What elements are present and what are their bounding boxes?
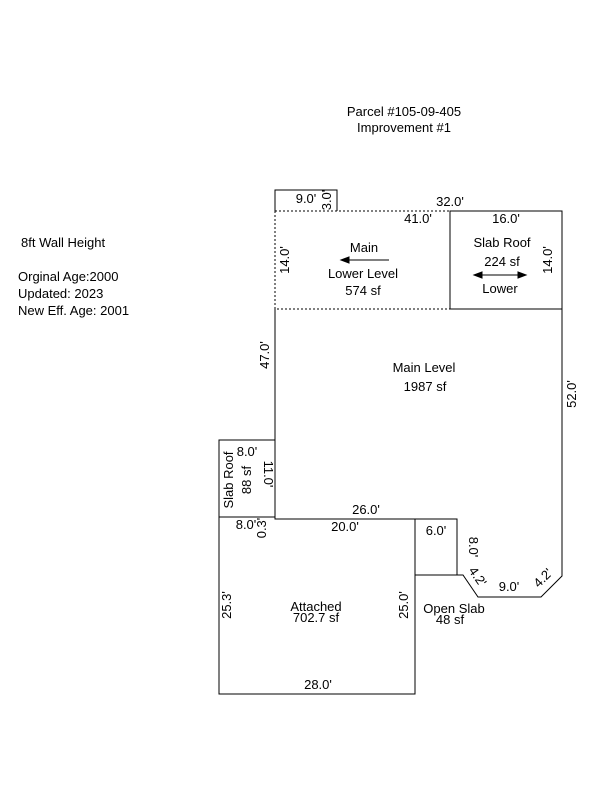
slab-roof-top-name: Slab Roof — [473, 235, 530, 250]
lower-arrow-right-head — [517, 271, 528, 279]
dim-open-height: 8.0' — [466, 537, 481, 558]
lower-arrow-left-head — [472, 271, 483, 279]
dim-garage-step: 0.3' — [254, 518, 269, 539]
dim-garage-bottom: 28.0' — [304, 677, 332, 692]
dim-right-main: 52.0' — [564, 380, 579, 408]
main-level-name: Main Level — [393, 360, 456, 375]
dim-garage-top: 20.0' — [331, 519, 359, 534]
side-slab-sf: 88 sf — [239, 466, 254, 495]
dim-top-total: 32.0' — [436, 194, 464, 209]
dim-open-width: 6.0' — [426, 523, 447, 538]
dim-lower-height: 14.0' — [277, 246, 292, 274]
main-lower-sf: 574 sf — [345, 283, 381, 298]
dim-left-main: 47.0' — [257, 341, 272, 369]
main-lower-name: Main — [350, 240, 378, 255]
slab-roof-top-sub: Lower — [482, 281, 518, 296]
dim-side-slab-height: 11.0' — [261, 461, 276, 488]
improvement-label: Improvement #1 — [357, 120, 451, 135]
main-level-outline — [274, 309, 563, 598]
dim-slab-height: 14.0' — [540, 246, 555, 274]
dim-diagonal-left: 4.2' — [466, 564, 490, 589]
dim-top-small-height: 3.0' — [319, 190, 334, 211]
dim-bottom-short: 9.0' — [499, 579, 520, 594]
dim-garage-right-height: 25.0' — [396, 591, 411, 619]
top-bump-outline — [274, 189, 338, 211]
attached-name: Attached — [290, 599, 341, 614]
dim-lower-width: 41.0' — [404, 211, 432, 226]
attached-sf: 702.7 sf — [293, 610, 340, 625]
slab-roof-top-sf: 224 sf — [484, 254, 520, 269]
side-slab-outline — [218, 439, 275, 518]
dim-garage-left-width: 8.0' — [236, 517, 257, 532]
wall-height: 8ft Wall Height — [21, 235, 106, 250]
main-lower-sub: Lower Level — [328, 266, 398, 281]
updated-year: Updated: 2023 — [18, 286, 104, 301]
dim-garage-left-height: 25.3' — [219, 591, 234, 619]
dim-bottom-main: 26.0' — [352, 502, 380, 517]
open-slab-sf: 48 sf — [436, 612, 465, 627]
dim-top-small-width: 9.0' — [296, 191, 317, 206]
dim-side-slab-width: 8.0' — [237, 444, 258, 459]
new-effective-age: New Eff. Age: 2001 — [18, 303, 130, 318]
main-level-sf: 1987 sf — [404, 379, 447, 394]
original-age: Orginal Age:2000 — [18, 269, 119, 284]
open-slab-name: Open Slab — [423, 601, 484, 616]
attached-outline — [218, 517, 416, 695]
parcel-number: Parcel #105-09-405 — [346, 104, 462, 119]
dim-slab-width: 16.0' — [492, 211, 520, 226]
side-slab-name: Slab Roof — [221, 451, 236, 508]
main-arrow-head — [339, 256, 350, 264]
